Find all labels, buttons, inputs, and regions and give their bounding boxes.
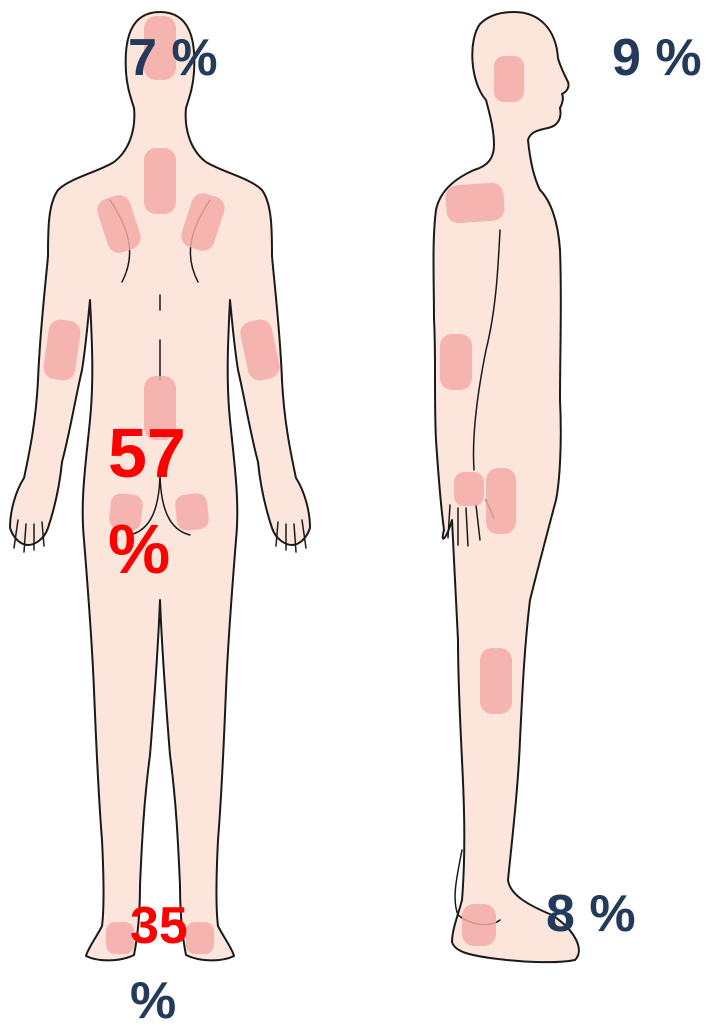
patch-back-right-ankle [186, 922, 214, 954]
patch-back-neck [144, 148, 176, 214]
label-feet-percent-sign: % [130, 975, 176, 1027]
patch-side-shoulder [445, 182, 506, 224]
label-feet-percent-number: 35 [130, 900, 188, 952]
patch-side-forearm [454, 472, 484, 506]
label-trunk-percent-sign: % [108, 514, 170, 584]
label-trunk-percent-number: 57 [108, 418, 186, 488]
label-head-back-percent: 7 % [128, 32, 218, 84]
patch-side-upper-arm [440, 334, 472, 390]
patch-side-shin [480, 648, 512, 714]
label-head-side-percent: 9 % [612, 32, 702, 84]
patch-side-head [494, 56, 524, 102]
label-lower-leg-side-percent: 8 % [546, 888, 636, 940]
patch-side-ankle [462, 904, 496, 946]
patch-back-right-buttock [174, 492, 210, 531]
side-view-figure [434, 12, 579, 962]
patch-side-thigh [486, 468, 516, 534]
